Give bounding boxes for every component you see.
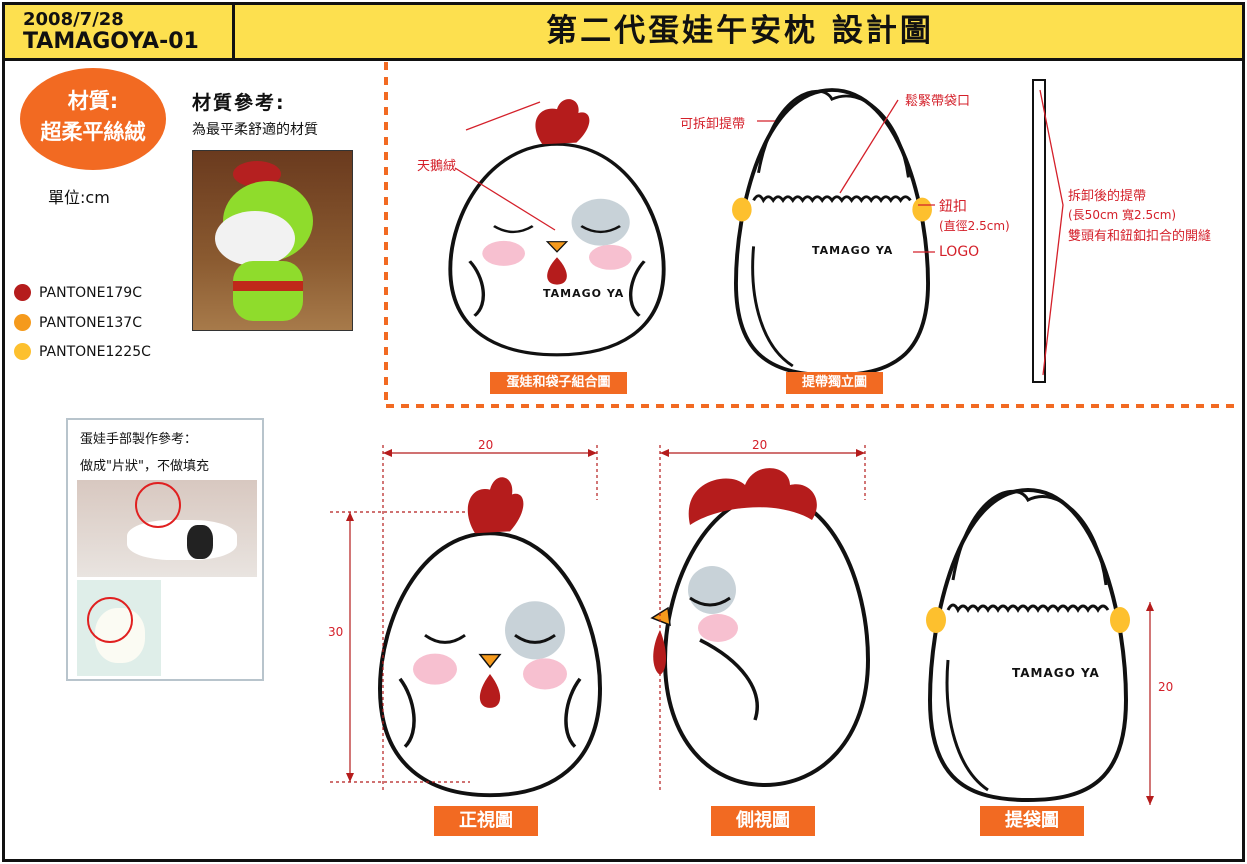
hand-reference-box: 蛋娃手部製作參考： 做成"片狀"，不做填充	[66, 418, 264, 681]
color-dot	[14, 343, 31, 360]
brand-logo: TAMAGO YA	[812, 244, 894, 257]
pantone-name: PANTONE1225C	[39, 343, 151, 360]
dimension-lines	[330, 445, 1154, 805]
pantone-swatch: PANTONE179C	[14, 284, 142, 301]
hand-ref-line1: 蛋娃手部製作參考：	[80, 432, 198, 447]
annotation-leaders	[454, 89, 1064, 376]
pantone-name: PANTONE179C	[39, 284, 142, 301]
side-width-dimension: 20	[752, 438, 768, 452]
doc-date: 2008/7/28	[23, 9, 124, 30]
front-width-dimension: 20	[478, 438, 494, 452]
header: 2008/7/28 TAMAGOYA-01 第二代蛋娃午安枕 設計圖	[2, 2, 1245, 61]
button-size-annotation: (直徑2.5cm)	[939, 219, 1010, 233]
bag-height-dimension: 20	[1158, 680, 1174, 694]
front-view-label: 正視圖	[434, 806, 538, 836]
strap-annotation: 可拆卸提帶	[680, 117, 746, 132]
doc-code: TAMAGOYA-01	[23, 29, 199, 54]
material-ref-desc: 為最平柔舒適的材質	[192, 122, 318, 138]
drawstring-annotation: 鬆緊帶袋口	[905, 94, 971, 109]
front-view-drawing	[378, 475, 602, 798]
snoopy-photo	[77, 480, 257, 577]
material-label: 材質:	[67, 89, 119, 113]
side-view-label: 側視圖	[711, 806, 815, 836]
material-value: 超柔平絲絨	[40, 120, 146, 144]
strap-detached-annotation: 拆卸後的提帶	[1068, 189, 1147, 204]
color-dot	[14, 314, 31, 331]
strap-view-label: 提帶獨立圖	[786, 372, 883, 394]
combo-view-label: 蛋娃和袋子組合圖	[490, 372, 627, 394]
material-badge: 材質: 超柔平絲絨	[20, 68, 166, 170]
combo-chicken-drawing	[448, 97, 666, 357]
page-title: 第二代蛋娃午安枕 設計圖	[546, 13, 934, 49]
velvet-annotation: 天鵝絨	[417, 159, 457, 174]
bag-view-label: 提袋圖	[980, 806, 1084, 836]
button-annotation: 鈕扣	[939, 199, 967, 215]
strap-note-annotation: 雙頭有和鈕釦扣合的開縫	[1068, 229, 1212, 244]
detached-strap-drawing	[1032, 79, 1046, 383]
dashed-divider	[384, 62, 1240, 408]
pantone-name: PANTONE137C	[39, 314, 142, 331]
hand-ref-line2: 做成"片狀"，不做填充	[80, 459, 209, 474]
doc-id-box: 2008/7/28 TAMAGOYA-01	[5, 5, 235, 58]
bag-view-drawing	[924, 488, 1132, 802]
logo-annotation: LOGO	[939, 244, 980, 260]
material-reference-photo	[192, 150, 353, 331]
material-ref-title: 材質參考:	[192, 92, 286, 114]
sheep-photo	[77, 580, 161, 676]
height-dimension: 30	[328, 625, 344, 639]
brand-logo: TAMAGO YA	[543, 287, 625, 300]
pantone-swatch: PANTONE1225C	[14, 343, 151, 360]
brand-logo: TAMAGO YA	[1012, 666, 1100, 680]
strap-size-annotation: (長50cm 寬2.5cm)	[1068, 208, 1177, 222]
color-dot	[14, 284, 31, 301]
strap-bag-drawing	[730, 88, 934, 378]
unit-label: 單位:cm	[48, 188, 110, 207]
pantone-swatch: PANTONE137C	[14, 314, 142, 331]
side-view-drawing	[650, 468, 871, 788]
